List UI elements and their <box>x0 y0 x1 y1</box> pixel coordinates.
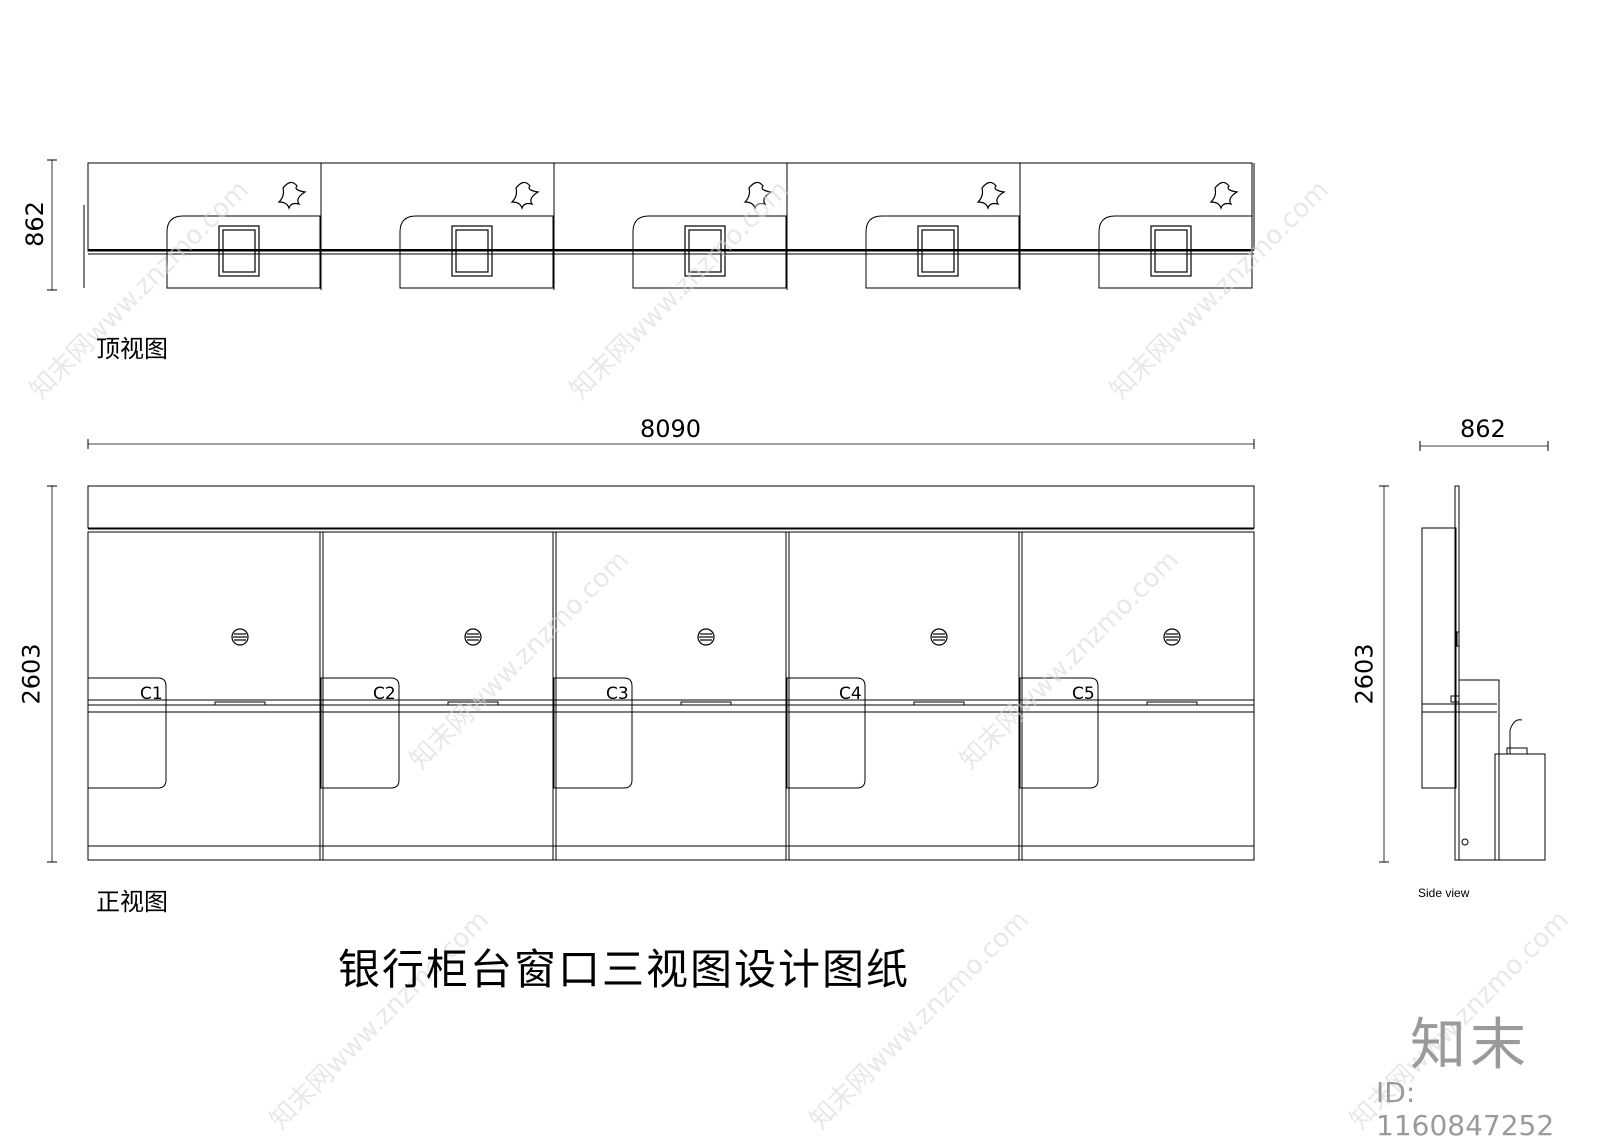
top-view-label: 顶视图 <box>96 335 168 363</box>
front-view <box>47 439 1255 863</box>
plant-icons <box>277 181 1239 210</box>
front-view-label: 正视图 <box>96 888 168 916</box>
deal-trays <box>214 701 1198 706</box>
sign-panels <box>87 677 1099 789</box>
window-label-c3: C3 <box>606 684 629 704</box>
side-view-label: Side view <box>1418 886 1470 900</box>
top-view <box>47 159 1255 291</box>
speaker-icons <box>231 628 1181 646</box>
top-desks <box>166 215 1253 289</box>
brand-logo: 知末 <box>1410 1013 1530 1078</box>
front-height-dimension: 2603 <box>17 643 46 705</box>
top-monitors <box>218 225 1192 277</box>
side-view <box>1379 441 1549 863</box>
front-width-dimension: 8090 <box>640 415 702 443</box>
side-height-dimension: 2603 <box>1350 643 1379 705</box>
window-label-c4: C4 <box>839 684 862 704</box>
window-label-c2: C2 <box>373 684 396 704</box>
drawing-title: 银行柜台窗口三视图设计图纸 <box>338 945 911 994</box>
brand-id: ID: 1160847252 <box>1376 1076 1555 1142</box>
window-label-c1: C1 <box>140 684 163 704</box>
top-depth-dimension: 862 <box>20 201 49 247</box>
window-label-c5: C5 <box>1072 684 1095 704</box>
side-depth-dimension: 862 <box>1460 415 1506 443</box>
